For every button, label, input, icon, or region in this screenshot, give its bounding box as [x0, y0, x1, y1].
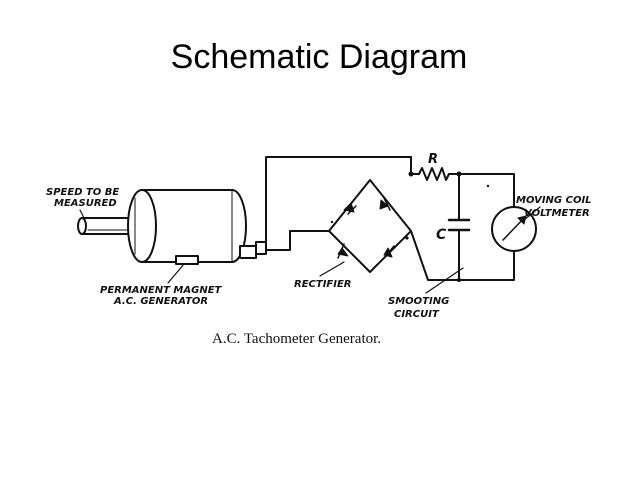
circuit-wires: [265, 156, 515, 281]
label-capacitor: C: [436, 227, 447, 243]
slide-title: Schematic Diagram: [170, 38, 468, 76]
label-circuit: CIRCUIT: [394, 309, 440, 320]
label-moving-coil: MOVING COIL: [516, 195, 592, 206]
label-resistor: R: [428, 152, 438, 167]
magnet-block: [175, 255, 199, 265]
junction-dots: [330, 171, 490, 282]
diagram-caption: A.C. Tachometer Generator.: [212, 331, 381, 347]
terminal-block: [239, 245, 257, 259]
label-smooting: SMOOTING: [388, 296, 449, 307]
label-voltmeter: VOLTMETER: [524, 208, 590, 219]
label-speed-line1: SPEED TO BE: [46, 187, 119, 198]
label-speed-line2: MEASURED: [54, 198, 117, 209]
label-permanent-line1: PERMANENT MAGNET: [100, 285, 223, 296]
bridge-rectifier: [328, 179, 412, 273]
label-permanent-line2: A.C. GENERATOR: [113, 296, 208, 307]
resistor-r: [418, 167, 450, 181]
label-rectifier: RECTIFIER: [294, 279, 352, 290]
voltmeter-meter: [491, 206, 537, 252]
capacitor-c: [447, 218, 471, 232]
generator-body: [127, 189, 247, 263]
leader-lines: [79, 206, 541, 294]
